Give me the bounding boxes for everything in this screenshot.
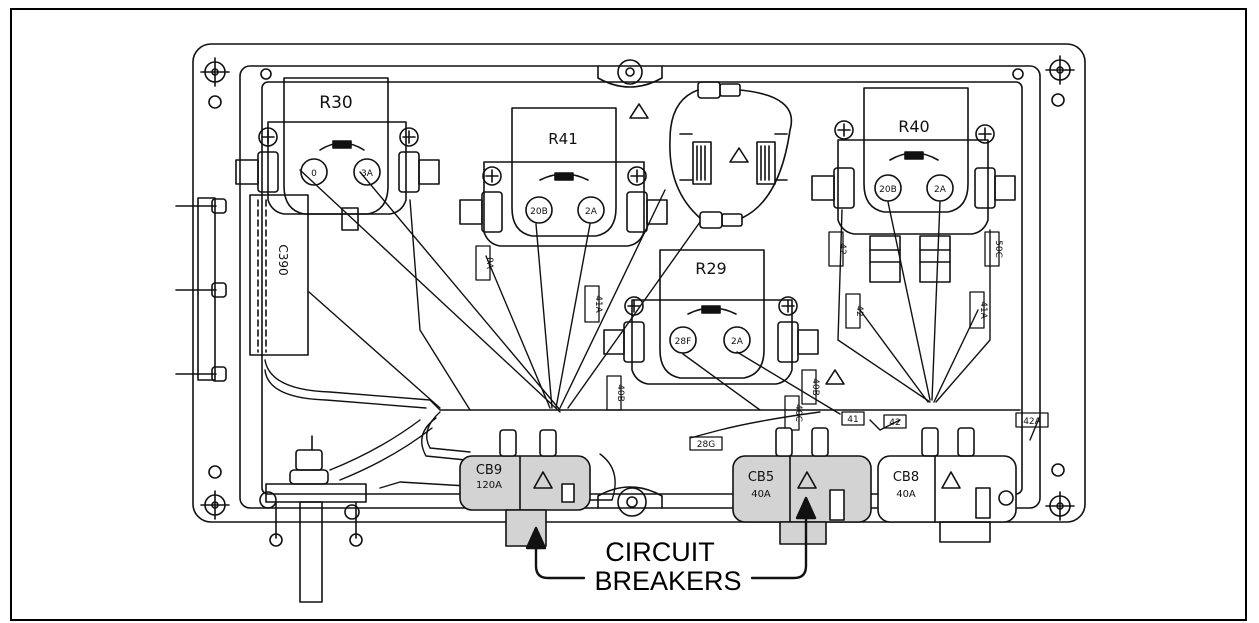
connector-lower <box>699 211 723 229</box>
wire-harness <box>264 169 1041 501</box>
breaker-cb8-rating: 40A <box>896 489 916 500</box>
relay-r30-left-stud <box>235 127 279 193</box>
tag-0a <box>475 245 491 281</box>
callout-line-1: CIRCUIT <box>605 537 715 567</box>
capacitor-label: C390 <box>276 244 290 275</box>
relay-r40-label: R40 <box>898 117 929 136</box>
relay-r29-label: R29 <box>695 259 726 278</box>
resistor-left <box>692 141 712 185</box>
tag-41a <box>584 285 600 323</box>
relay-r30-terminal-right-label: 3A <box>361 169 374 179</box>
relay-r41-terminal-right-label: 2A <box>585 207 598 217</box>
mount-hole-bottom-right <box>1045 491 1075 521</box>
tag-41ab-label: 41A <box>978 301 988 319</box>
relay-r41-terminal-left <box>525 196 553 224</box>
resistor-right <box>756 141 776 185</box>
relay-r29-terminal-right-label: 2A <box>731 337 744 347</box>
tag-40bb <box>801 369 817 405</box>
wire-tags <box>475 231 1049 451</box>
mount-hole-bottom-center <box>617 487 647 517</box>
mount-hole-top-left <box>200 57 230 87</box>
relay-r40-terminal-right <box>926 174 954 202</box>
tag-0a-label: 0A <box>484 257 494 270</box>
tag-41ab <box>969 291 985 329</box>
breaker-cb5 <box>732 427 872 545</box>
resistor-cluster <box>669 81 793 229</box>
breaker-cb8 <box>877 427 1017 543</box>
tag-50c-label: 50C <box>993 240 1003 258</box>
tag-40c-label: 40C <box>793 404 803 422</box>
main-terminal-post <box>259 435 367 603</box>
breaker-cb8-name: CB8 <box>893 470 919 485</box>
relay-r40-terminal-left-label: 20B <box>879 185 897 195</box>
mount-hole-bottom-left <box>200 490 230 520</box>
left-bracket <box>175 197 227 382</box>
breaker-cb5-rating: 40A <box>751 489 771 500</box>
relay-r30-terminal-right <box>353 158 381 186</box>
relay-r29-terminal-right <box>723 326 751 354</box>
relay-r41-label: R41 <box>548 130 578 148</box>
relay-r41-terminal-left-label: 20B <box>530 207 548 217</box>
tag-42b-label: 42 <box>854 305 864 316</box>
relay-r41 <box>459 103 668 247</box>
tag-42 <box>828 231 844 267</box>
tag-41a-label: 41A <box>593 295 603 313</box>
tag-41-label: 41 <box>847 415 858 425</box>
tag-42c <box>883 414 907 429</box>
mount-hole-top-center <box>617 59 643 85</box>
capacitor-c390 <box>249 194 309 356</box>
relay-r29 <box>603 249 845 385</box>
relay-r29-terminal-left-label: 28F <box>675 337 692 347</box>
tag-40b-label: 40B <box>615 384 625 402</box>
tag-40bb-label: 40B <box>810 378 820 396</box>
relay-r30-terminal-left <box>300 158 328 186</box>
breaker-cb9 <box>459 429 591 547</box>
tag-42b <box>845 293 861 329</box>
callout-arrows <box>525 496 817 580</box>
mount-hole-top-right <box>1045 55 1075 85</box>
relay-r40-terminal-left <box>874 174 902 202</box>
breaker-cb5-name: CB5 <box>748 470 774 485</box>
mounting-holes <box>200 55 1075 521</box>
panel-plate <box>192 43 1086 523</box>
tag-42a <box>1015 412 1049 428</box>
breaker-cb9-name: CB9 <box>476 463 502 478</box>
relay-r30 <box>235 77 440 231</box>
tag-42-label: 42 <box>837 243 847 254</box>
tag-50c <box>984 231 1000 267</box>
relay-r30-terminal-left-label: 0 <box>311 169 317 179</box>
relay-r29-terminal-left <box>669 326 697 354</box>
breaker-cb9-rating: 120A <box>476 480 502 491</box>
tag-40b <box>606 375 622 411</box>
relay-r40-terminal-right-label: 2A <box>934 185 947 195</box>
relay-r30-label: R30 <box>319 93 352 113</box>
tag-28g-label: 28G <box>697 440 715 450</box>
figure-frame <box>10 8 1247 621</box>
tag-41 <box>841 411 865 426</box>
relay-r40 <box>811 87 1016 283</box>
tag-42a-label: 42A <box>1023 417 1041 427</box>
callout-line-2: BREAKERS <box>594 566 741 596</box>
relay-r30-right-stud <box>398 127 440 193</box>
tag-42c-label: 42 <box>889 418 900 428</box>
relay-r41-terminal-right <box>577 196 605 224</box>
tag-28g <box>689 436 723 451</box>
connector-top <box>697 81 721 99</box>
